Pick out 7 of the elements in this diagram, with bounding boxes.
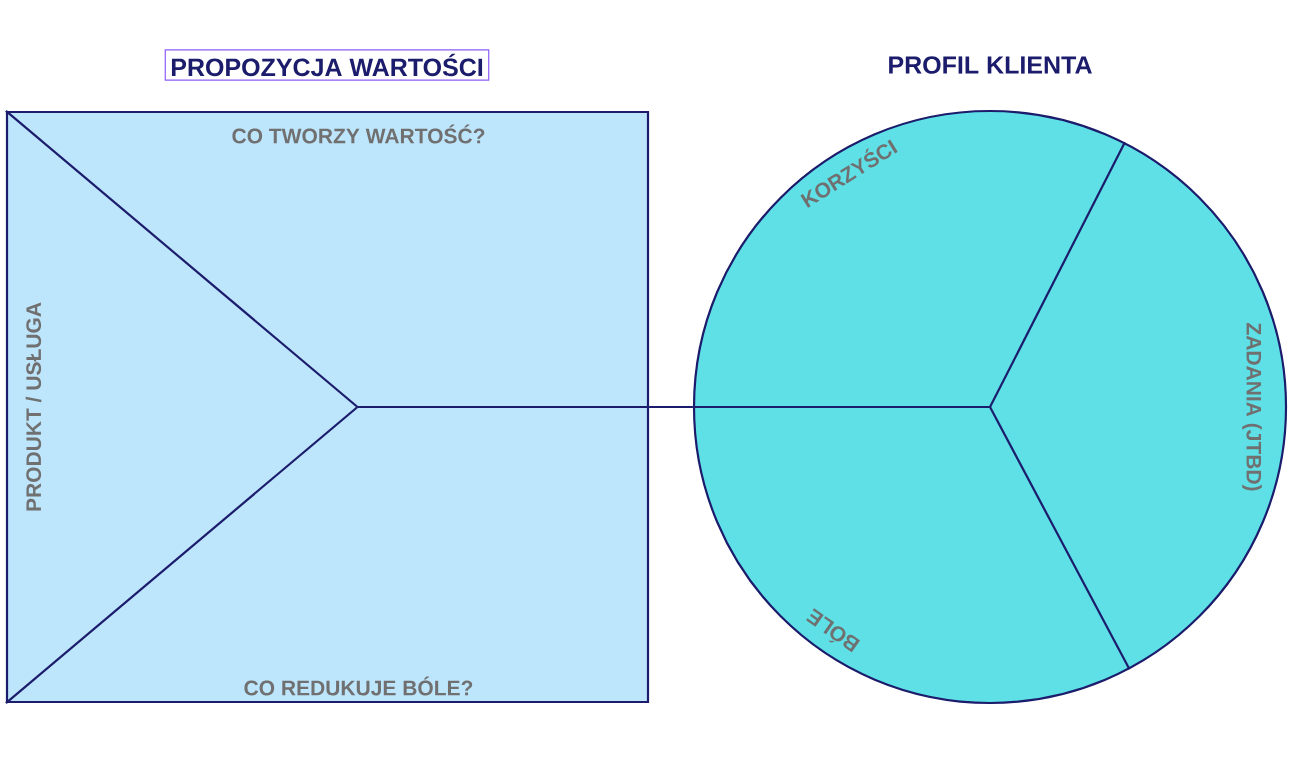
section-label: ZADANIA (JTBD) [1242, 323, 1262, 491]
heading: PROFIL KLIENTA [889, 56, 1092, 74]
section-label: PRODUKT / USŁUGA [25, 302, 42, 511]
section-label: CO REDUKUJE BÓLE? [244, 676, 473, 696]
section-label: CO TWORZY WARTOŚĆ? [232, 124, 485, 144]
connector-line [649, 405, 693, 409]
heading: PROPOZYCJA WARTOŚCI [164, 49, 490, 81]
